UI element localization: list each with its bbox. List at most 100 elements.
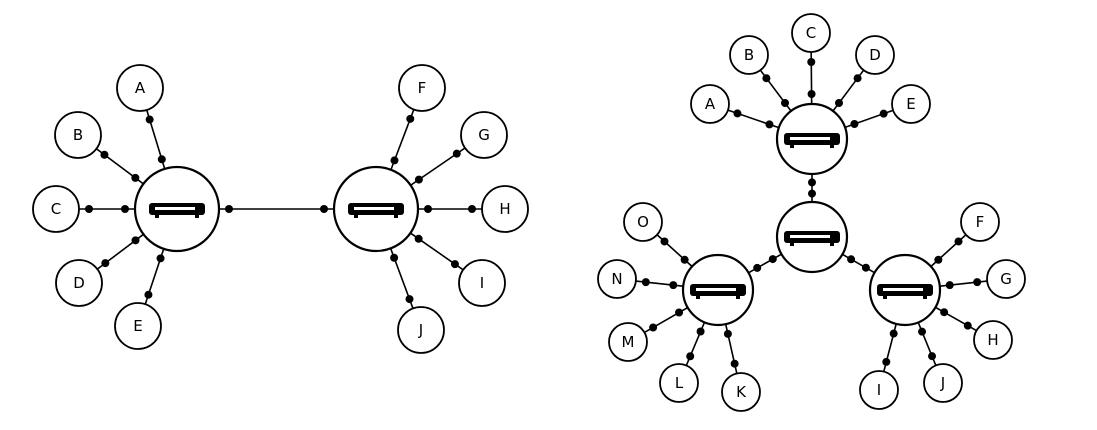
node-label: J [418,321,423,339]
node-right-top-0: A [690,84,730,124]
hub-top [775,102,849,176]
node-right-right-1: G [986,259,1026,299]
node-label: E [133,317,142,335]
node-right-top-4: E [891,84,931,124]
port-connector-icon [145,115,154,124]
port-connector-icon [847,255,856,264]
node-label: L [675,374,684,392]
port-connector-icon [768,255,777,264]
port-connector-icon [406,114,415,123]
node-label: A [135,79,146,97]
node-label: C [806,24,816,42]
node-left-hub2-3: I [458,259,506,307]
port-connector-icon [390,253,399,262]
port-connector-icon [733,109,742,118]
node-label: H [987,331,998,349]
node-label: B [73,126,83,144]
port-connector-icon [131,236,140,245]
node-label: M [622,333,635,351]
port-connector-icon [101,259,110,268]
port-connector-icon [414,234,423,243]
port-connector-icon [144,290,153,299]
port-connector-icon [450,260,459,269]
node-label: N [611,270,622,288]
port-connector-icon [808,189,816,198]
node-left-hub1-2: C [32,185,80,233]
node-label: I [877,381,881,399]
network-switch-icon [784,133,840,148]
network-switch-icon [784,231,840,246]
port-connector-icon [963,321,972,330]
hub-2 [332,165,420,253]
port-connector-icon [918,327,927,336]
port-connector-icon [390,156,399,165]
port-connector-icon [781,99,789,107]
port-connector-icon [808,178,816,187]
port-connector-icon [405,295,414,304]
node-left-hub1-3: D [55,259,103,307]
port-connector-icon [762,74,771,83]
port-connector-icon [973,278,982,287]
port-connector-icon [861,263,870,272]
node-label: K [736,383,747,401]
port-connector-icon [641,278,650,287]
node-label: F [976,213,985,231]
node-label: J [940,374,945,392]
port-connector-icon [696,327,705,336]
node-right-right-0: F [960,202,1000,242]
node-right-top-1: B [729,35,769,75]
port-connector-icon [889,329,898,338]
node-left-hub2-0: F [398,64,446,112]
node-label: F [418,79,427,97]
node-right-right-2: H [973,320,1013,360]
node-label: A [705,95,716,113]
port-connector-icon [121,205,129,213]
port-connector-icon [850,120,859,129]
hub-right [868,253,942,327]
port-connector-icon [730,359,739,368]
node-label: H [499,200,510,218]
port-connector-icon [940,308,949,317]
node-label: O [637,213,649,231]
port-connector-icon [753,263,762,272]
port-connector-icon [100,150,109,159]
port-connector-icon [928,352,937,361]
port-connector-icon [660,237,669,246]
port-connector-icon [934,255,943,264]
port-connector-icon [675,308,684,317]
node-right-left-4: K [721,372,761,412]
port-connector-icon [882,357,891,366]
port-connector-icon [686,352,695,361]
node-right-top-2: C [791,13,831,53]
port-connector-icon [879,109,888,118]
node-label: E [906,95,915,113]
port-connector-icon [669,281,678,290]
port-connector-icon [649,323,658,332]
node-label: I [480,274,484,292]
hub-center [775,200,849,274]
link-line [748,253,782,274]
port-connector-icon [157,155,166,164]
connector-markers [85,57,982,368]
port-connector-icon [156,254,165,263]
network-switch-icon [149,203,205,218]
port-connector-icon [131,173,140,182]
node-right-right-4: J [923,363,963,403]
node-left-hub1-1: B [54,111,102,159]
port-connector-icon [320,205,328,213]
network-switch-icon [348,203,404,218]
node-right-right-3: I [859,370,899,410]
port-connector-icon [765,120,774,129]
port-connector-icon [853,74,862,83]
node-left-hub2-1: G [460,111,508,159]
port-connector-icon [424,205,432,213]
port-connector-icon [452,149,461,158]
node-label: B [744,46,754,64]
node-right-left-0: O [623,202,663,242]
node-left-hub2-2: H [481,185,529,233]
port-connector-icon [807,90,816,99]
port-connector-icon [723,329,732,338]
hub-left [681,253,755,327]
